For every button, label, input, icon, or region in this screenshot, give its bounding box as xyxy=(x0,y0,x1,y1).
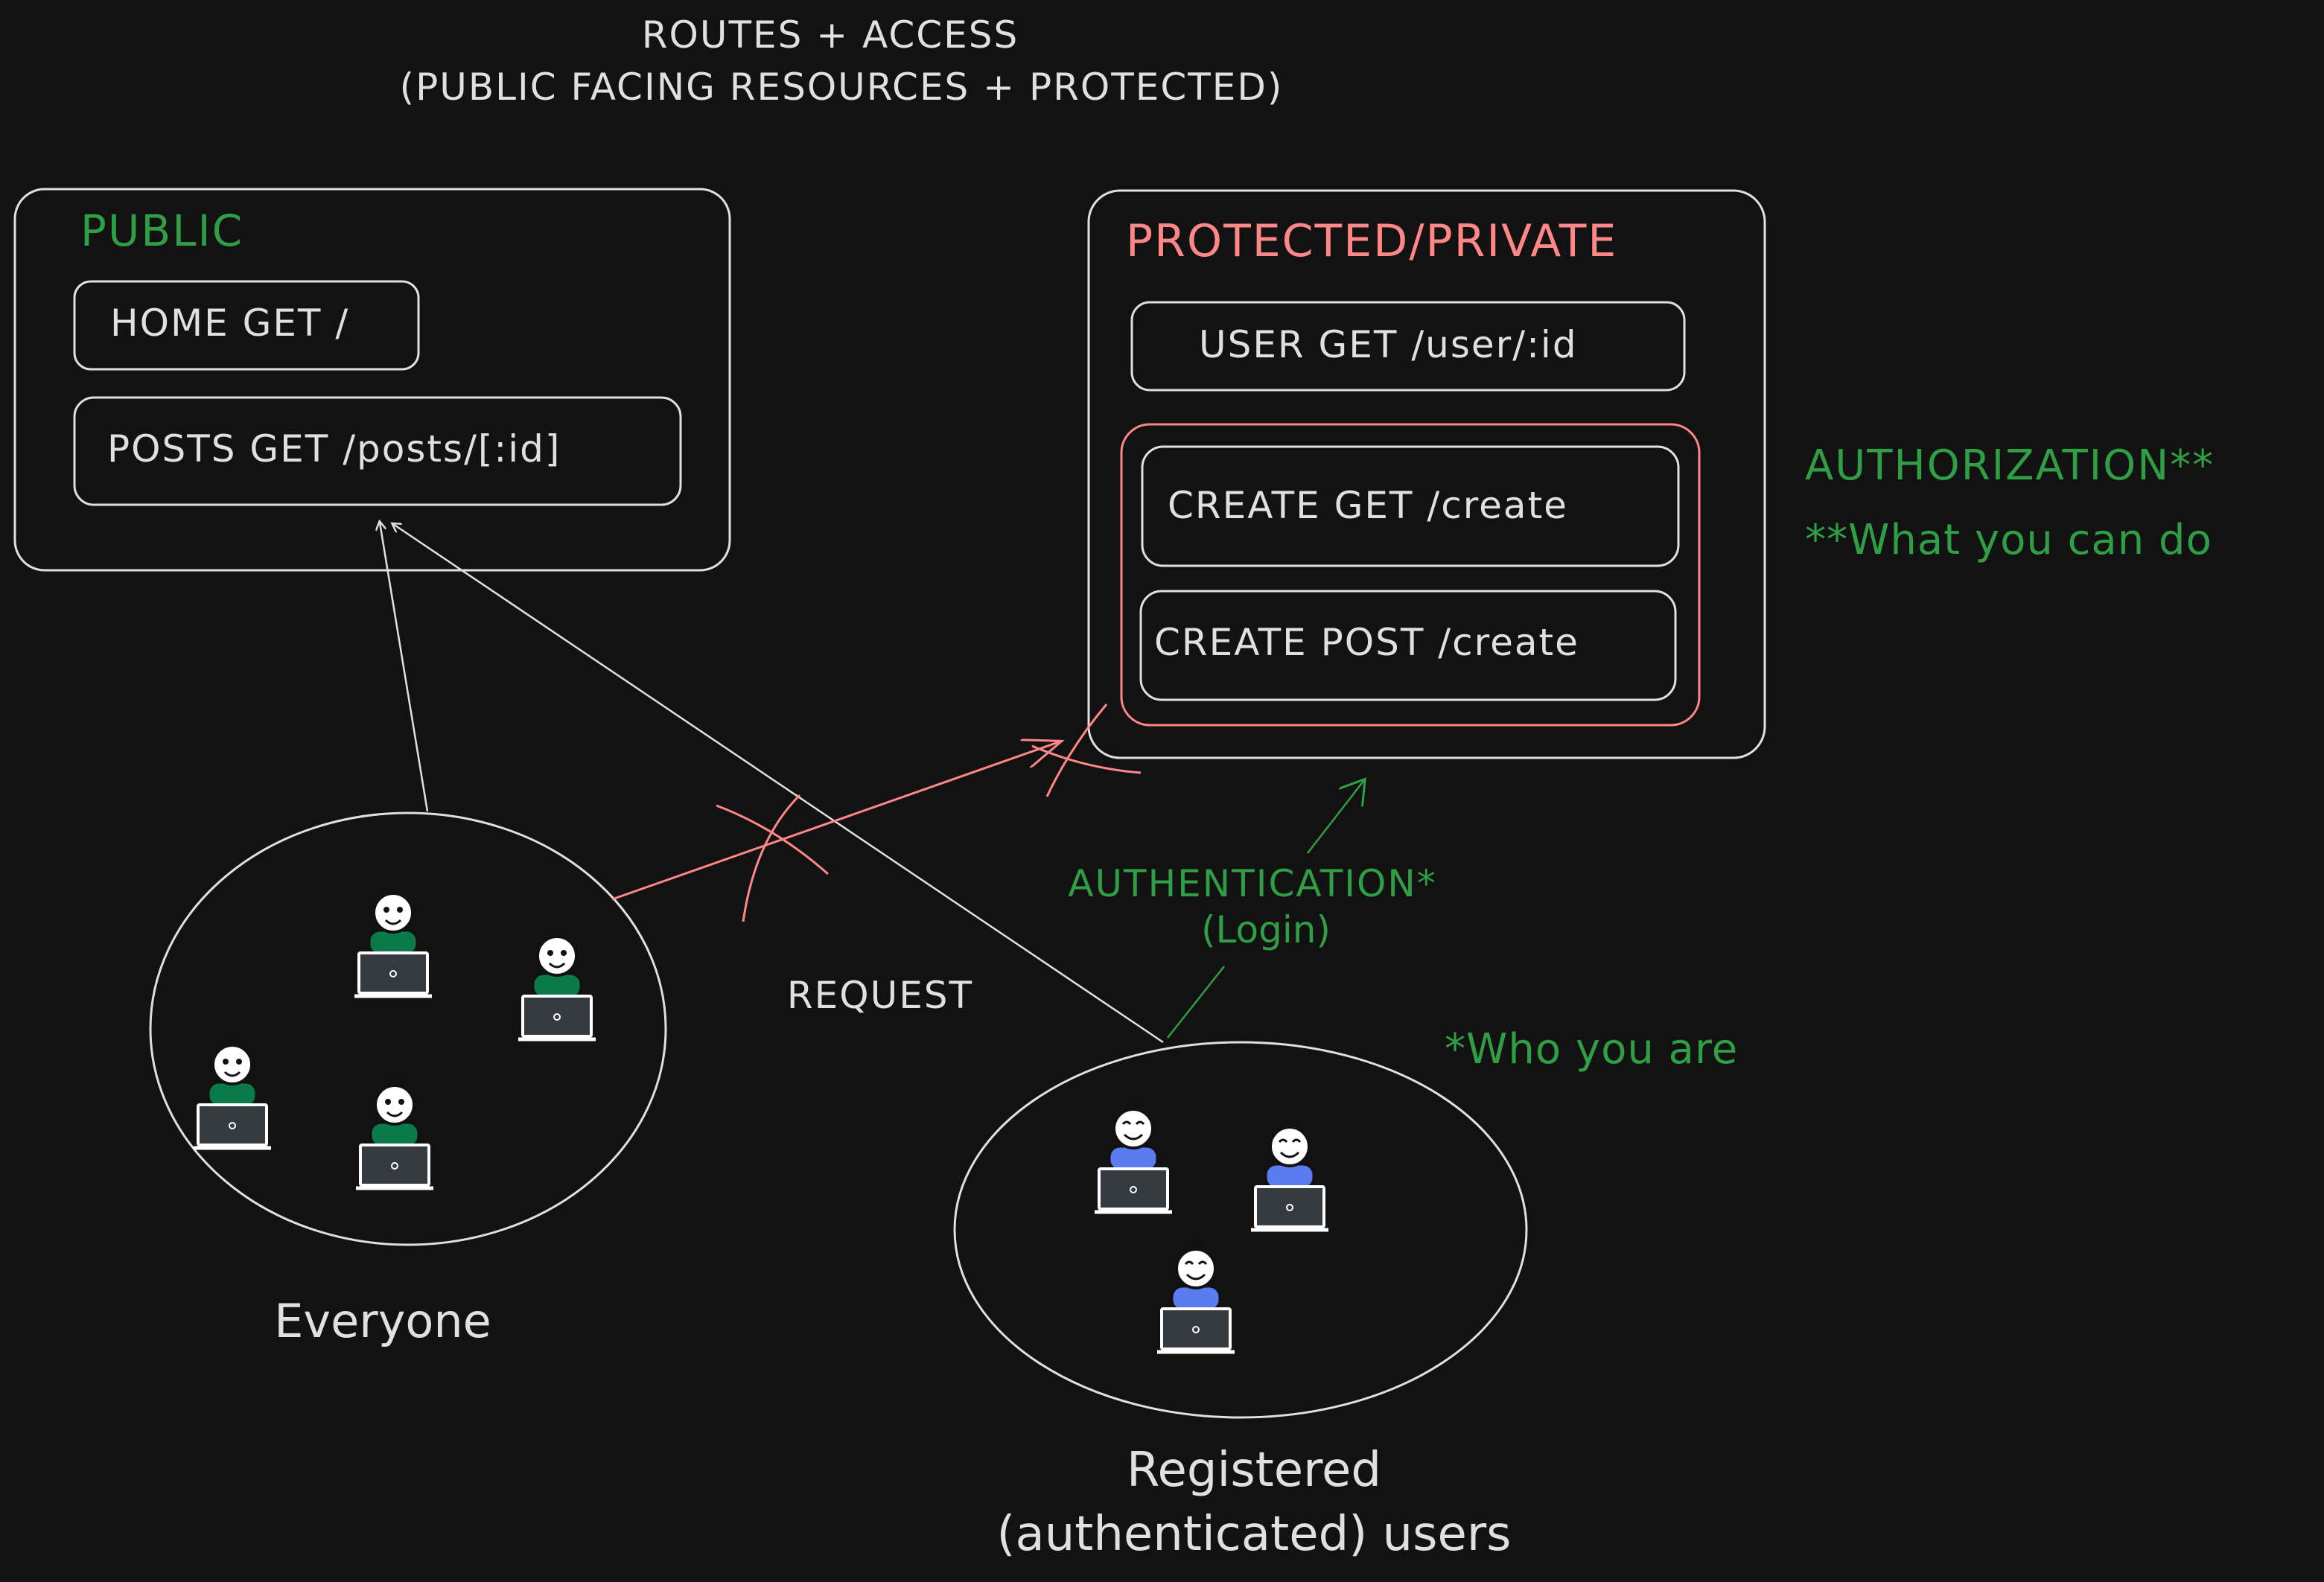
route-create-get-label: CREATE GET /create xyxy=(1168,484,1568,527)
public-label: PUBLIC xyxy=(80,205,243,256)
protected-group-box xyxy=(1087,189,1766,759)
everyone-user-icon xyxy=(194,1039,271,1148)
registered-user-icon xyxy=(1251,1121,1328,1230)
registered-group-ellipse xyxy=(953,1041,1528,1419)
route-create-post-box xyxy=(1139,590,1677,701)
route-create-get-box xyxy=(1141,445,1680,567)
request-label: REQUEST xyxy=(787,974,973,1017)
public-group-box xyxy=(13,188,731,572)
route-posts-box xyxy=(73,396,682,506)
blocked-cross-icon xyxy=(1031,704,1142,797)
authorization-label: AUTHORIZATION** xyxy=(1805,441,2215,490)
title-line-2: (PUBLIC FACING RESOURCES + PROTECTED) xyxy=(400,66,1284,109)
registered-label-line-1: Registered xyxy=(1127,1443,1381,1498)
registered-to-public-arrow xyxy=(393,524,1164,1044)
route-home-label: HOME GET / xyxy=(110,302,349,345)
authorization-scope-box xyxy=(1120,423,1701,727)
title-line-1: ROUTES + ACCESS xyxy=(642,13,1019,57)
route-user-label: USER GET /user/:id xyxy=(1199,323,1578,366)
everyone-user-icon xyxy=(354,887,432,996)
everyone-label: Everyone xyxy=(274,1294,491,1348)
authentication-arrow xyxy=(1307,780,1364,854)
blocked-cross-icon xyxy=(716,794,829,922)
everyone-group-ellipse xyxy=(149,811,667,1246)
authentication-footnote: *Who you are xyxy=(1445,1025,1738,1074)
protected-label: PROTECTED/PRIVATE xyxy=(1126,215,1617,267)
route-home-box xyxy=(73,280,420,371)
registered-user-icon xyxy=(1095,1103,1172,1212)
blocked-request-arrow xyxy=(611,741,1060,901)
authorization-note: **What you can do xyxy=(1805,516,2212,564)
authentication-note: (Login) xyxy=(1201,908,1331,951)
authentication-label: AUTHENTICATION* xyxy=(1068,862,1437,905)
everyone-to-public-arrow xyxy=(380,523,429,812)
route-user-box xyxy=(1130,301,1686,392)
route-posts-label: POSTS GET /posts/[:id] xyxy=(107,427,561,471)
everyone-user-icon xyxy=(356,1079,433,1188)
everyone-user-icon xyxy=(518,931,596,1039)
registered-label-line-2: (authenticated) users xyxy=(997,1507,1512,1562)
authentication-line xyxy=(1167,966,1225,1039)
route-create-post-label: CREATE POST /create xyxy=(1154,621,1579,664)
registered-user-icon xyxy=(1157,1243,1235,1352)
